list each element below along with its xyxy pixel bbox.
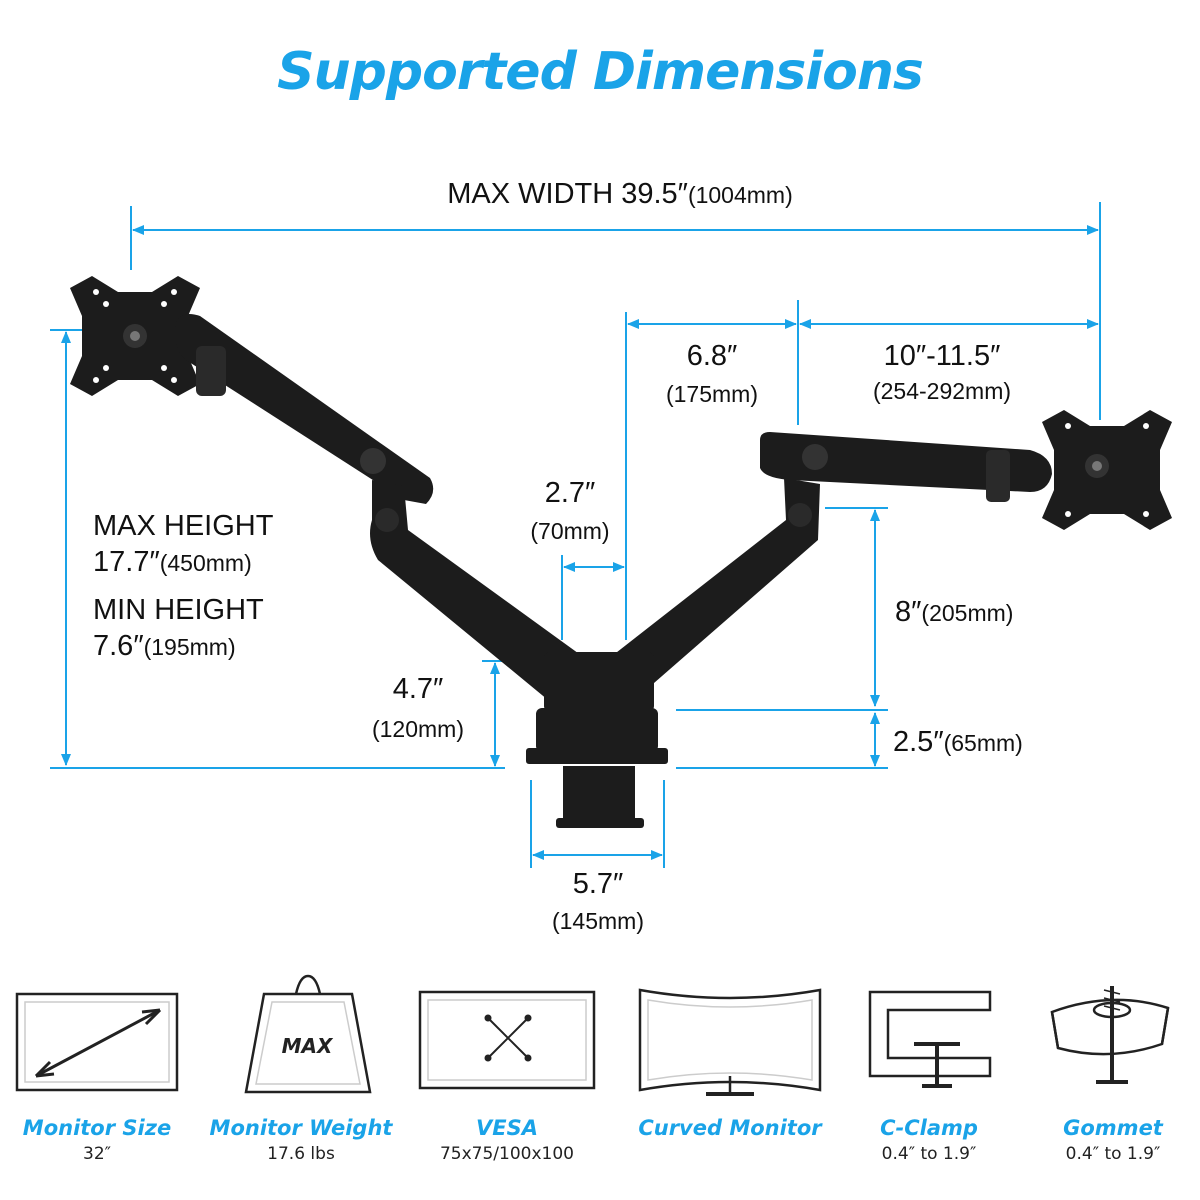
feature-value-c-clamp: 0.4″ to 1.9″ <box>881 1144 977 1164</box>
c-clamp-icon <box>868 990 992 1088</box>
feature-label-monitor-weight: Monitor Weight <box>209 1116 393 1140</box>
monitor-size-icon <box>15 992 179 1092</box>
feature-label-grommet: Gommet <box>1063 1116 1163 1140</box>
min-height-value: 7.6″(195mm) <box>93 630 236 662</box>
feature-value-vesa: 75x75/100x100 <box>439 1144 574 1164</box>
weight-icon <box>244 974 372 1094</box>
max-height-title: MAX HEIGHT <box>93 510 274 542</box>
right-vesa-plate-icon <box>1042 410 1172 530</box>
feature-label-vesa: VESA <box>476 1116 538 1140</box>
pole-height-mm-label: (120mm) <box>371 716 464 742</box>
feature-label-c-clamp: C-Clamp <box>880 1116 978 1140</box>
feature-value-monitor-size: 32″ <box>83 1144 111 1164</box>
page-title: Supported Dimensions <box>277 42 924 102</box>
arm-rise-label: 8″(205mm) <box>895 596 1014 628</box>
base-width-mm-label: (145mm) <box>551 908 644 934</box>
left-vesa-plate-icon <box>70 276 200 396</box>
extension-label: 10″-11.5″ <box>883 340 1001 372</box>
grommet-icon <box>1050 986 1170 1084</box>
extension-mm-label: (254-292mm) <box>872 378 1012 404</box>
pole-height-label: 4.7″ <box>392 673 444 705</box>
weight-icon-text: MAX <box>282 1034 334 1058</box>
feature-value-monitor-weight: 17.6 lbs <box>267 1144 335 1164</box>
arm-segment-mm-label: (175mm) <box>665 381 758 407</box>
arm-segment-label: 6.8″ <box>686 340 738 372</box>
offset-label: 2.7″ <box>544 477 596 509</box>
monitor-arm-product <box>70 276 1172 828</box>
feature-value-grommet: 0.4″ to 1.9″ <box>1065 1144 1161 1164</box>
max-width-label: MAX WIDTH 39.5″(1004mm) <box>447 178 793 210</box>
curved-monitor-icon <box>638 988 822 1096</box>
min-height-title: MIN HEIGHT <box>93 594 264 626</box>
base-width-label: 5.7″ <box>572 868 624 900</box>
max-height-value: 17.7″(450mm) <box>93 546 252 578</box>
feature-label-monitor-size: Monitor Size <box>22 1116 172 1140</box>
offset-mm-label: (70mm) <box>530 518 610 544</box>
vesa-icon <box>418 990 596 1090</box>
feature-label-curved-monitor: Curved Monitor <box>638 1116 822 1140</box>
base-height-label: 2.5″(65mm) <box>893 726 1023 758</box>
